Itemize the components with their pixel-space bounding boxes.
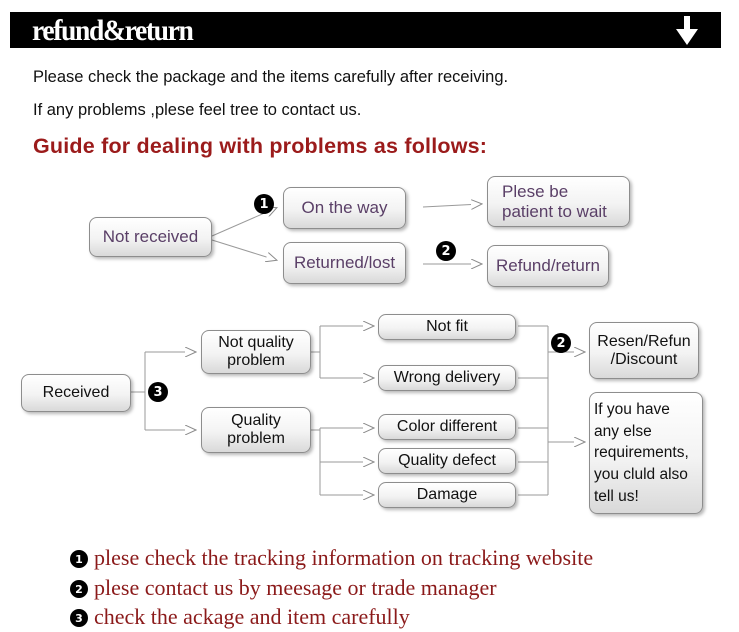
node-on-the-way: On the way [283, 187, 406, 229]
node-label: Color different [396, 418, 498, 436]
node-label-line: requirements, [594, 444, 689, 462]
node-label-line: /Discount [610, 350, 678, 368]
node-returned-lost: Returned/lost [283, 242, 406, 284]
footnote-badge: 3 [70, 609, 88, 627]
node-label-line: Plese be [502, 182, 569, 202]
node-label: Not fit [426, 318, 468, 336]
node-label-line: any else [594, 422, 652, 440]
node-not-received: Not received [89, 217, 212, 257]
node-label-line: problem [227, 352, 285, 369]
node-label: Not quality problem [218, 334, 294, 370]
node-label: Quality problem [227, 412, 285, 448]
node-label: Damage [416, 486, 478, 504]
footnote-text: plese check the tracking information on … [94, 545, 594, 570]
footnote-badge: 1 [70, 550, 88, 568]
node-label-line: Not quality [218, 334, 294, 352]
node-label-line: you cluld also [594, 466, 688, 484]
node-label-line: If you have [594, 401, 670, 418]
node-label-line: tell us! [594, 487, 639, 505]
step-badge-3: 3 [148, 382, 168, 402]
step-badge-2: 2 [436, 241, 456, 261]
banner-title: refund&return [32, 14, 194, 47]
intro-line-2: If any problems ,plese feel tree to cont… [33, 101, 362, 119]
node-received: Received [21, 374, 131, 412]
node-quality-problem: Quality problem [201, 407, 311, 453]
node-please-be-patient: Plese be patient to wait [487, 176, 630, 227]
guide-title: Guide for dealing with problems as follo… [33, 134, 488, 158]
node-label: If you have any else requirements, you c… [594, 399, 689, 507]
step-badge-1: 1 [254, 194, 274, 214]
arrow-down-icon [676, 16, 698, 45]
node-label-line: patient to wait [502, 201, 607, 221]
node-label-line: Quality [231, 412, 281, 430]
node-label: Wrong delivery [393, 369, 501, 387]
node-quality-defect: Quality defect [378, 448, 516, 474]
node-label: Plese be patient to wait [502, 182, 607, 220]
intro-line-1: Please check the package and the items c… [33, 68, 509, 86]
node-wrong-delivery: Wrong delivery [378, 365, 516, 391]
node-other-requirements: If you have any else requirements, you c… [589, 392, 703, 514]
header-banner: refund&return [10, 12, 721, 48]
node-label: Refund/return [496, 256, 600, 276]
node-label: Returned/lost [293, 253, 396, 273]
node-color-different: Color different [378, 414, 516, 440]
node-label-line: problem [227, 430, 285, 447]
node-label: On the way [301, 198, 388, 218]
node-label: Resen/Refun /Discount [597, 333, 690, 369]
node-label-line: Resen/Refun [597, 332, 691, 350]
node-resend-refund-discount: Resen/Refun /Discount [589, 322, 699, 379]
node-damage: Damage [378, 482, 516, 508]
node-label: Quality defect [398, 452, 496, 470]
node-label: Not received [102, 227, 199, 247]
node-label: Received [42, 384, 110, 402]
footnote-badge: 2 [70, 580, 88, 598]
footnote-text: plese contact us by meesage or trade man… [94, 575, 497, 600]
node-not-quality-problem: Not quality problem [201, 330, 311, 374]
step-badge-2-lower: 2 [551, 333, 571, 353]
node-refund-return: Refund/return [487, 245, 609, 287]
footnote-text: check the ackage and item carefully [94, 604, 410, 629]
node-not-fit: Not fit [378, 314, 516, 340]
